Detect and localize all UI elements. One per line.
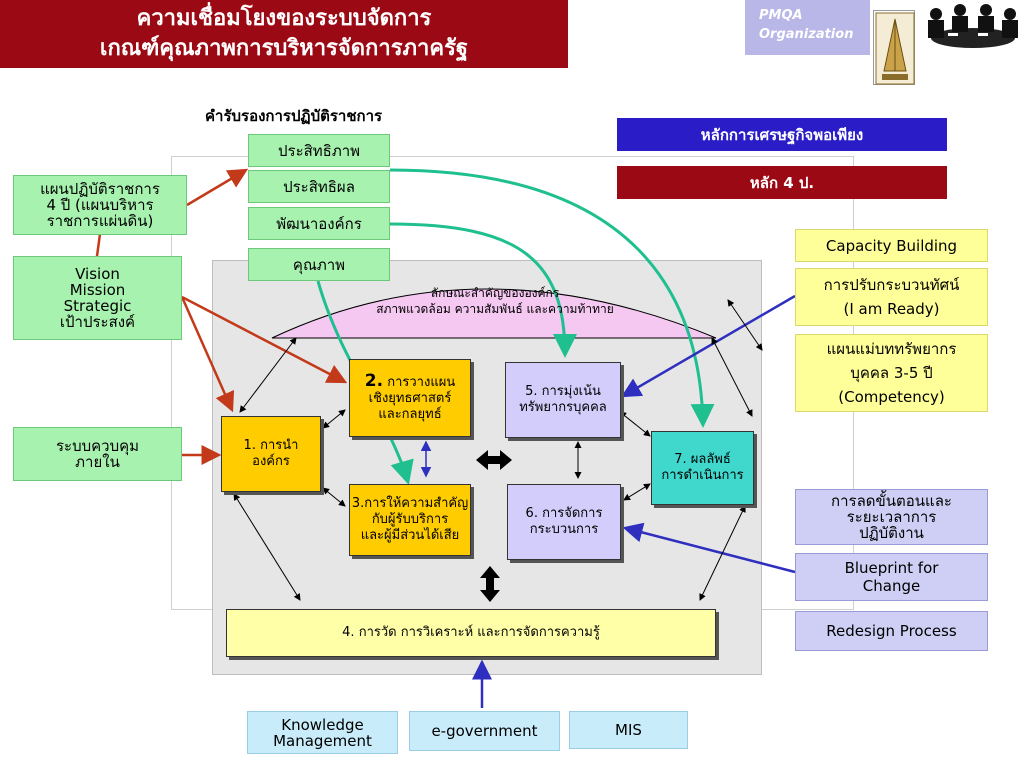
profile-line-1: ลักษณะสำคัญขององค์กร: [430, 286, 560, 300]
cat3-line-1: 3.การให้ความสำคัญ: [351, 496, 469, 511]
cat1-line-1: 1. การนำ: [243, 438, 299, 453]
hr-master-plan-box: แผนแม่บททรัพยากร บุคคล 3-5 ปี (Competenc…: [795, 334, 988, 412]
orgdev-to-cat5-arrow: [389, 222, 577, 358]
slide-title: ความเชื่อมโยงของระบบจัดการ เกณฑ์คุณภาพกา…: [0, 0, 568, 68]
four-p-principle-banner: หลัก 4 ป.: [617, 166, 947, 199]
meeting-people-image: [918, 0, 1024, 56]
mis-box: MIS: [569, 711, 688, 749]
hr-line-3: (Competency): [838, 388, 945, 406]
cat5-line-2: ทรัพยากรบุคคล: [519, 400, 607, 415]
hr-line-2: บุคคล 3-5 ปี: [850, 364, 933, 382]
cat2-text-1: การวางแผน: [387, 375, 456, 390]
plan-to-efficiency-arrow: [186, 168, 249, 207]
mindset-to-cat5-arrow: [620, 294, 796, 398]
vision-to-cat1-arrow: [180, 296, 235, 413]
organization-profile-text: ลักษณะสำคัญขององค์กร สภาพแวดล้อม ความสัม…: [290, 285, 700, 317]
title-line-2: เกณฑ์คุณภาพการบริหารจัดการภาครัฐ: [99, 36, 469, 61]
pmqa-logo: [873, 10, 915, 85]
pmqa-label: PMQA: [759, 8, 803, 23]
cat6-line-1: 6. การจัดการ: [525, 506, 603, 521]
organization-development-box: พัฒนาองค์กร: [248, 207, 390, 240]
km-line-2: Management: [273, 731, 372, 750]
blueprint-to-cat6-arrow: [622, 522, 796, 574]
category-7-results-box: 7. ผลลัพธ์ การดำเนินการ: [651, 431, 754, 505]
cat3-line-3: และผู้มีส่วนได้เสีย: [360, 528, 460, 543]
pmqa-organization-label: PMQA Organization: [745, 0, 870, 55]
organization-profile-arc: [271, 288, 717, 339]
knowledge-management-box: Knowledge Management: [247, 711, 398, 754]
cat7-line-2: การดำเนินการ: [661, 468, 744, 483]
cat1-line-2: องค์กร: [252, 454, 290, 469]
cat7-cat4-arrow: [699, 505, 746, 601]
cat7-line-1: 7. ผลลัพธ์: [674, 452, 731, 467]
vision-mission-box: Vision Mission Strategic เป้าประสงค์: [13, 256, 182, 340]
effectiveness-box: ประสิทธิผล: [248, 170, 390, 203]
category-5-workforce-focus-box: 5. การมุ่งเน้น ทรัพยากรบุคคล: [505, 362, 621, 438]
mindset-line-2: (I am Ready): [843, 300, 940, 318]
reduce-line-3: ปฏิบัติงาน: [859, 524, 924, 542]
center-vertical-double-arrow: [480, 566, 500, 602]
category-6-process-management-box: 6. การจัดการ กระบวนการ: [507, 484, 621, 560]
cat2-line-2: เชิงยุทธศาสตร์: [368, 391, 452, 406]
cat6-line-2: กระบวนการ: [529, 522, 599, 537]
cat6-cat7-arrow: [623, 483, 651, 501]
government-action-plan-box: แผนปฏิบัติราชการ 4 ปี (แผนบริหาร ราชการแ…: [13, 175, 187, 235]
mindset-box: การปรับกระบวนทัศน์ (I am Ready): [795, 268, 988, 326]
plan-to-vision-line: [95, 233, 102, 257]
km-line-1: Knowledge: [281, 715, 364, 734]
organization-label: Organization: [759, 27, 854, 42]
capacity-building-box: Capacity Building: [795, 229, 988, 262]
redesign-process-box: Redesign Process: [795, 611, 988, 651]
category-2-strategic-planning-box: 2. การวางแผน เชิงยุทธศาสตร์ และกลยุทธ์: [349, 359, 471, 437]
plan-line-2: 4 ปี (แผนบริหาร: [46, 196, 154, 214]
blueprint-line-1: Blueprint for: [844, 559, 939, 577]
reduce-line-2: ระยะเวลาการ: [846, 508, 937, 526]
mindset-line-1: การปรับกระบวนทัศน์: [823, 276, 960, 294]
plan-line-1: แผนปฏิบัติราชการ: [40, 180, 160, 198]
vision-line-4: เป้าประสงค์: [59, 313, 136, 331]
certification-label: คำรับรองการปฏิบัติราชการ: [205, 107, 383, 125]
quality-box: คุณภาพ: [248, 248, 390, 281]
hr-line-1: แผนแม่บททรัพยากร: [826, 340, 957, 358]
cat2-line-1: 2. การวางแผน: [365, 373, 455, 391]
category-3-customer-focus-box: 3.การให้ความสำคัญ กับผู้รับบริการ และผู้…: [349, 484, 471, 556]
sufficiency-economy-banner: หลักการเศรษฐกิจพอเพียง: [617, 118, 947, 151]
cat3-line-2: กับผู้รับบริการ: [371, 512, 449, 527]
control-line-2: ภายใน: [75, 453, 120, 471]
profile-cat7-arrow: [711, 337, 753, 417]
category-1-leadership-box: 1. การนำ องค์กร: [221, 416, 321, 492]
title-line-1: ความเชื่อมโยงของระบบจัดการ: [136, 6, 432, 31]
efficiency-to-cat7-arrow: [389, 168, 715, 428]
vision-line-2: Mission: [69, 281, 126, 299]
cat1-cat3-arrow: [322, 487, 346, 507]
internal-control-box: ระบบควบคุม ภายใน: [13, 427, 182, 481]
blueprint-line-2: Change: [862, 577, 921, 595]
cat5-cat7-arrow: [619, 411, 651, 437]
plan-line-3: ราชการแผ่นดิน): [46, 212, 154, 230]
cat2-number: 2.: [364, 371, 384, 391]
cat2-line-3: และกลยุทธ์: [378, 407, 442, 422]
profile-cat1-arrow: [239, 337, 297, 413]
efficiency-box: ประสิทธิภาพ: [248, 134, 390, 167]
vision-line-3: Strategic: [63, 297, 132, 315]
reduce-line-1: การลดขั้นตอนและ: [831, 492, 952, 510]
vision-line-1: Vision: [75, 265, 120, 283]
control-line-1: ระบบควบคุม: [55, 437, 140, 455]
cat1-cat2-arrow: [322, 409, 346, 429]
category-4-measurement-knowledge-box: 4. การวัด การวิเคราะห์ และการจัดการความร…: [226, 609, 716, 657]
e-government-box: e-government: [409, 711, 560, 751]
cat1-cat4-arrow: [233, 493, 301, 601]
profile-line-2: สภาพแวดล้อม ความสัมพันธ์ และความท้าทาย: [376, 302, 614, 316]
blueprint-box: Blueprint for Change: [795, 553, 988, 601]
profile-right-arrow: [727, 299, 763, 351]
cat5-line-1: 5. การมุ่งเน้น: [525, 384, 601, 399]
center-horizontal-double-arrow: [476, 450, 512, 470]
reduce-steps-box: การลดขั้นตอนและ ระยะเวลาการ ปฏิบัติงาน: [795, 489, 988, 545]
